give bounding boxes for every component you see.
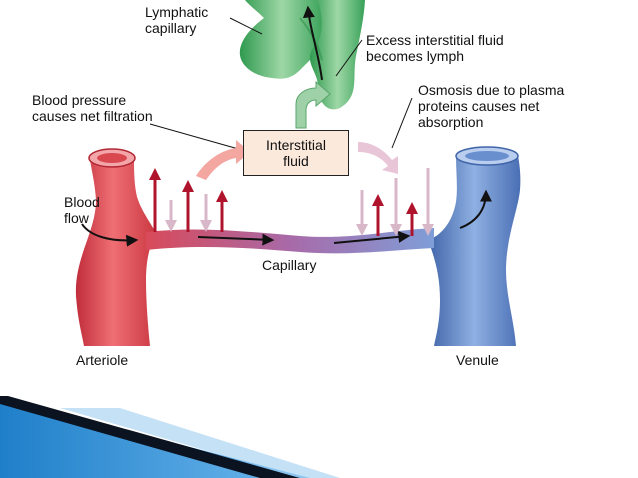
excess-fluid-leader [335,39,363,77]
lymphatic-capillary [239,0,365,110]
arteriole-vessel [75,148,158,346]
label-line: causes net filtration [32,108,153,124]
blood-flow-label: Blood flow [64,194,100,226]
label-line: flow [64,210,89,226]
lymphatic-capillary-label: Lymphatic capillary [145,4,208,36]
absorption-arrowhead-9 [422,224,434,236]
filtration-arrowhead-2 [182,180,194,192]
filtration-arrowhead-6 [372,194,384,206]
filtration-arrowhead-8 [406,202,418,214]
label-line: capillary [145,20,197,36]
label-line: Blood pressure [32,92,127,108]
filtration-arrowhead-4 [216,190,228,202]
label-line: Excess interstitial fluid [366,32,504,48]
label-line: becomes lymph [366,48,465,64]
absorption-arrowhead-5 [356,224,368,236]
capillary-flow-arrow-1 [197,233,275,246]
label-line: fluid [283,153,309,169]
fluid-to-lymph-arrow [295,80,331,129]
interstitial-fluid-box: Interstitial fluid [243,130,349,176]
lymphatic-leader [229,17,263,35]
label-line: proteins causes net [418,98,540,114]
interstitial-fluid-label: Interstitial fluid [266,137,326,169]
arteriole-label: Arteriole [76,352,129,368]
absorption-arrowhead-3 [200,220,212,232]
label-line: Osmosis due to plasma [418,82,565,98]
venule-vessel [428,146,521,346]
excess-fluid-label: Excess interstitial fluid becomes lymph [366,32,504,64]
label-line: absorption [418,114,484,130]
venule-label: Venule [456,352,499,368]
osmosis-leader [391,97,413,149]
absorption-arrowhead-7 [390,224,402,236]
label-line: Lymphatic [145,4,209,20]
exchange-arrows [149,168,434,236]
label-line: Interstitial [266,137,326,153]
capillary-vessel [146,228,434,254]
capillary-label: Capillary [262,257,317,273]
capillary-flow-arrow-2 [333,230,411,244]
footer-decoration [0,396,340,478]
filtration-arrowhead-0 [149,168,161,180]
label-line: Blood [64,194,100,210]
lymph-flow-arrow [302,5,323,81]
blood-pressure-label: Blood pressure causes net filtration [32,92,153,124]
absorption-arrowhead-1 [165,220,177,232]
absorption-curve-arrow [358,142,398,174]
blood-flow-arrow [81,223,139,247]
filtration-leader [149,123,243,151]
osmosis-label: Osmosis due to plasma proteins causes ne… [418,82,564,130]
venule-flow-arrow [459,189,492,229]
filtration-curve-arrow [196,140,250,180]
